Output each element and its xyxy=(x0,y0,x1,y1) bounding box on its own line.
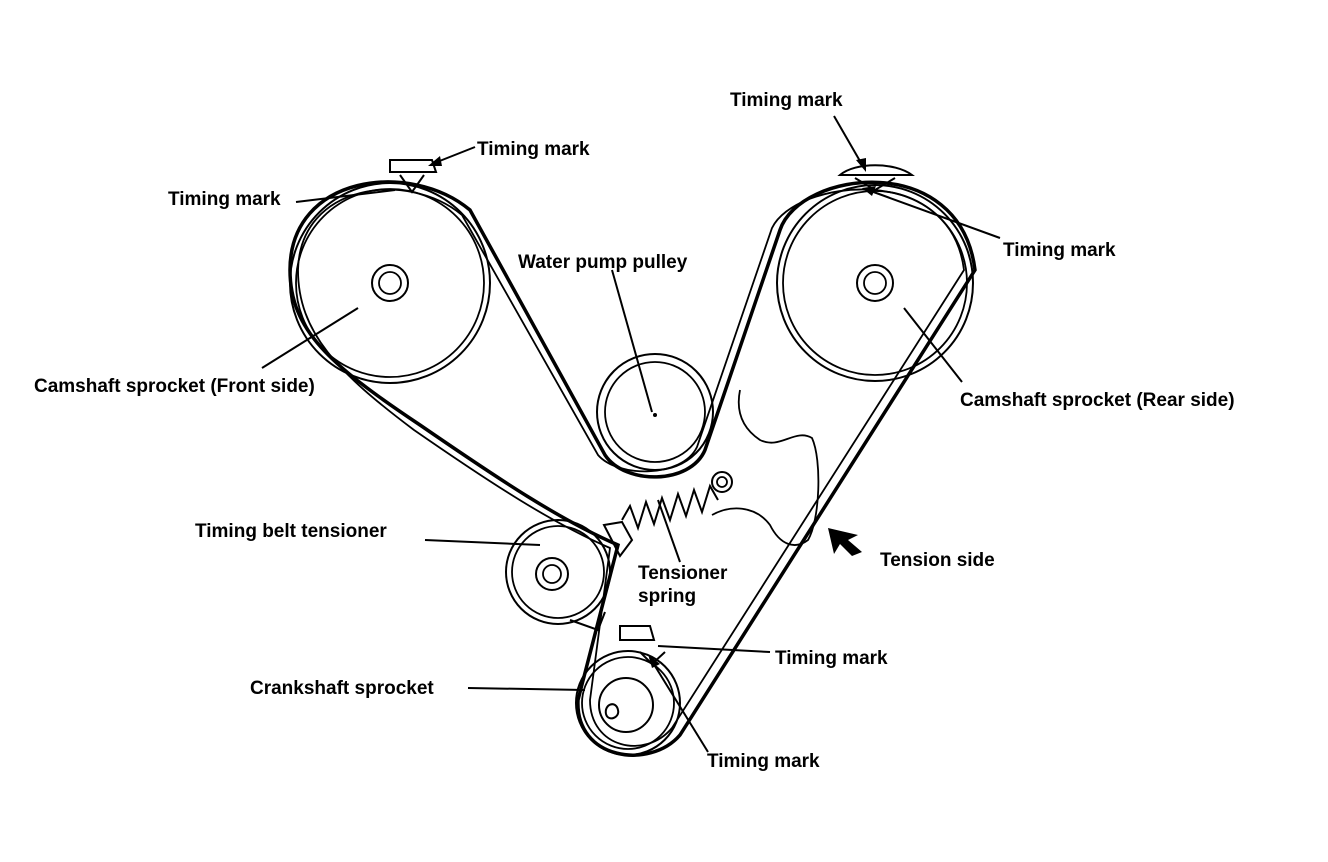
label-camshaft-front: Camshaft sprocket (Front side) xyxy=(34,376,315,397)
crankshaft-sprocket xyxy=(575,625,681,756)
label-timing-belt-tensioner: Timing belt tensioner xyxy=(195,521,387,542)
timing-belt-tensioner xyxy=(505,519,634,632)
label-tensioner-spring-1: Tensioner xyxy=(638,563,728,584)
label-crankshaft-sprocket: Crankshaft sprocket xyxy=(250,678,434,699)
label-tension-side: Tension side xyxy=(880,550,995,571)
label-water-pump-pulley: Water pump pulley xyxy=(518,252,688,273)
label-timing-mark-crank-upper: Timing mark xyxy=(775,648,888,669)
tensioner-spring xyxy=(621,471,733,532)
label-timing-mark-top-right-lower: Timing mark xyxy=(1003,240,1116,261)
label-timing-mark-crank-lower: Timing mark xyxy=(707,751,820,772)
label-timing-mark-top-right-upper: Timing mark xyxy=(730,90,843,111)
labels: Timing mark Timing mark Timing mark Timi… xyxy=(34,90,1235,772)
camshaft-sprocket-front xyxy=(289,159,491,384)
label-camshaft-rear: Camshaft sprocket (Rear side) xyxy=(960,390,1235,411)
label-timing-mark-top-left-lower: Timing mark xyxy=(168,189,281,210)
timing-belt xyxy=(288,180,977,757)
sensor-wire xyxy=(711,389,820,546)
leader-lines xyxy=(261,115,1001,753)
label-tensioner-spring-2: spring xyxy=(638,586,696,607)
tension-side-arrow xyxy=(828,528,862,556)
water-pump-pulley xyxy=(596,353,714,471)
label-timing-mark-top-left-upper: Timing mark xyxy=(477,139,590,160)
camshaft-sprocket-rear xyxy=(776,164,974,382)
